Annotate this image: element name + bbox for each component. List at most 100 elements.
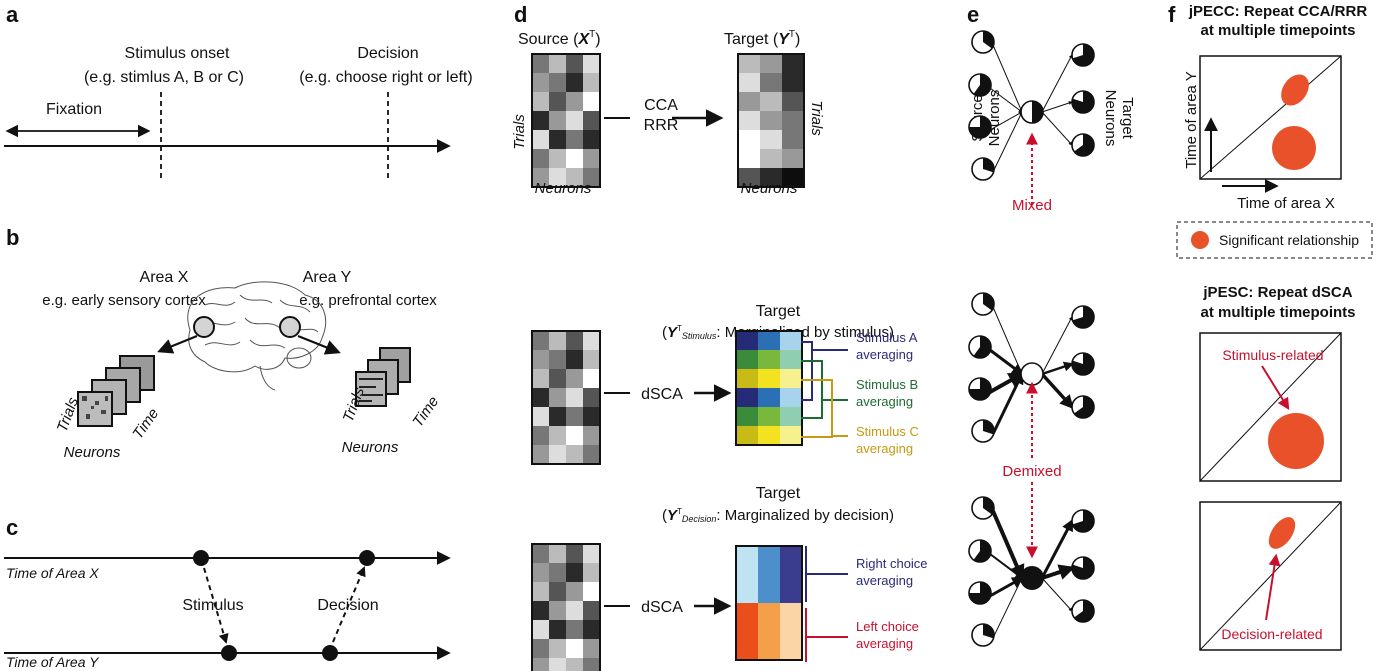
stimulus-related-arrow bbox=[1261, 365, 1290, 411]
source-matrix-cca-border bbox=[531, 53, 601, 188]
source-neuron-fill bbox=[983, 420, 994, 435]
stimulus-transfer-arrow bbox=[203, 567, 229, 644]
source-neuron-fill bbox=[969, 582, 991, 604]
target-matrix-cca-border bbox=[737, 53, 805, 188]
source-neuron-fill bbox=[973, 336, 992, 358]
source-matrix-cca bbox=[531, 53, 601, 188]
target-matrix-cca-cell bbox=[782, 92, 804, 111]
target-matrix-cca-cell bbox=[782, 149, 804, 168]
source-matrix-dec-cell bbox=[549, 601, 566, 620]
brain-illustration bbox=[187, 281, 327, 391]
source-matrix-dec-cell bbox=[583, 639, 600, 658]
source-matrix-cca-cell bbox=[583, 168, 600, 187]
stimulus-marginal-matrix-cell bbox=[780, 388, 802, 407]
source-matrix-dec-cell bbox=[549, 582, 566, 601]
source-neuron-fill bbox=[983, 293, 994, 311]
source-matrix-cca-cell bbox=[532, 111, 549, 130]
area-y-marker bbox=[279, 316, 301, 338]
jpecc-title-2: at multiple timepoints bbox=[1200, 22, 1355, 39]
source-matrix-cca-cell bbox=[566, 149, 583, 168]
target-neuron-fill bbox=[1074, 134, 1095, 157]
source-matrix-cca-cell bbox=[566, 111, 583, 130]
target-matrix-cca-cell bbox=[782, 54, 804, 73]
target-matrix-cca-cell bbox=[738, 130, 760, 149]
source-matrix-dec-cell bbox=[532, 620, 549, 639]
source-neuron-fill bbox=[969, 116, 991, 138]
source-matrix-stim-cell bbox=[549, 388, 566, 407]
source-connection bbox=[991, 510, 1025, 581]
source-matrix-cca-cell bbox=[532, 130, 549, 149]
source-matrix-stim-cell bbox=[566, 426, 583, 445]
source-connection bbox=[989, 87, 1023, 113]
decision-brackets bbox=[805, 546, 848, 662]
stimulus-marginal-matrix-cell bbox=[736, 369, 758, 388]
target-neuron-fill bbox=[1074, 396, 1094, 418]
jpecc-title-1: jPECC: Repeat CCA/RRR bbox=[1188, 3, 1368, 20]
right-choice-averaging: averaging bbox=[856, 573, 913, 588]
stimulus-related-label: Stimulus-related bbox=[1222, 347, 1323, 363]
stim-c-averaging: averaging bbox=[856, 441, 913, 456]
target-matrix-cca-cell bbox=[782, 111, 804, 130]
source-connection bbox=[989, 553, 1024, 579]
target-dec-header: Target bbox=[756, 485, 801, 502]
source-matrix-cca-cell bbox=[583, 130, 600, 149]
source-matrix-dec-cell bbox=[549, 544, 566, 563]
source-matrix-stim-cell bbox=[583, 388, 600, 407]
panel-f: f jPECC: Repeat CCA/RRR at multiple time… bbox=[1168, 2, 1373, 651]
stim-a-averaging: averaging bbox=[856, 347, 913, 362]
right-choice-label: Right choice bbox=[856, 556, 928, 571]
decision-marginal-matrix-cell bbox=[736, 584, 758, 603]
source-matrix-cca-cell bbox=[583, 111, 600, 130]
stimulus-marginal-matrix-cell bbox=[736, 426, 758, 445]
stimulus-marginal-matrix-cell bbox=[736, 331, 758, 350]
target-neuron-fill bbox=[1072, 353, 1094, 376]
decision-marginal-matrix-cell bbox=[758, 641, 780, 660]
target-matrix-cca-cell bbox=[760, 54, 782, 73]
target-matrix-cca-cell bbox=[782, 168, 804, 187]
target-neuron-fill bbox=[1072, 91, 1094, 114]
source-matrix-cca-cell bbox=[566, 92, 583, 111]
source-matrix-dec-cell bbox=[532, 639, 549, 658]
target-matrix-cca-cell bbox=[782, 130, 804, 149]
target-neuron-fill bbox=[1072, 557, 1094, 580]
decision-marginal-matrix-cell bbox=[780, 603, 802, 622]
stimulus-marginal-matrix-cell bbox=[758, 350, 780, 369]
jpesc-stim-diagonal bbox=[1199, 332, 1342, 482]
target-connection bbox=[1040, 518, 1074, 579]
source-matrix-dec-cell bbox=[549, 658, 566, 671]
target-matrix-cca-cell bbox=[760, 73, 782, 92]
stimulus-onset-label: Stimulus onset bbox=[125, 45, 230, 62]
jpecc-blob-lower bbox=[1272, 126, 1316, 170]
source-matrix-stim-cell bbox=[549, 407, 566, 426]
stimulus-marginal-matrix-cell bbox=[736, 407, 758, 426]
source-matrix-cca-cell bbox=[549, 54, 566, 73]
target-matrix-cca-cell bbox=[760, 92, 782, 111]
source-matrix-cca-cell bbox=[583, 92, 600, 111]
decision-event-y bbox=[322, 645, 338, 661]
source-matrix-dec-cell bbox=[583, 544, 600, 563]
source-connection bbox=[991, 371, 1024, 435]
time-area-x-label: Time of Area X bbox=[6, 565, 99, 581]
stim-b-averaging: averaging bbox=[856, 394, 913, 409]
decision-marginal-matrix-cell bbox=[736, 641, 758, 660]
panel-label-d: d bbox=[514, 2, 527, 27]
source-matrix-cca-cell bbox=[532, 73, 549, 92]
panel-label-b: b bbox=[6, 225, 19, 250]
source-matrix-stim-cell bbox=[566, 331, 583, 350]
stimulus-marginal-matrix-cell bbox=[758, 331, 780, 350]
stimulus-marginal-matrix bbox=[735, 330, 803, 446]
area-x-label: Area X bbox=[140, 269, 189, 286]
source-matrix-stim-cell bbox=[583, 369, 600, 388]
source-connection bbox=[989, 576, 1025, 598]
source-matrix-cca-cell bbox=[532, 92, 549, 111]
target-neuron-fill bbox=[1072, 306, 1094, 328]
stim-c-label: Stimulus C bbox=[856, 424, 919, 439]
source-matrix-stim-cell bbox=[532, 350, 549, 369]
decision-marginal-matrix bbox=[735, 545, 803, 661]
decision-label: Decision bbox=[357, 45, 418, 62]
source-connection bbox=[992, 111, 1023, 173]
stimulus-marginal-matrix-cell bbox=[780, 426, 802, 445]
source-matrix-dec-cell bbox=[566, 620, 583, 639]
target-matrix-cca-cell bbox=[738, 92, 760, 111]
decision-example-label: (e.g. choose right or left) bbox=[299, 69, 472, 86]
